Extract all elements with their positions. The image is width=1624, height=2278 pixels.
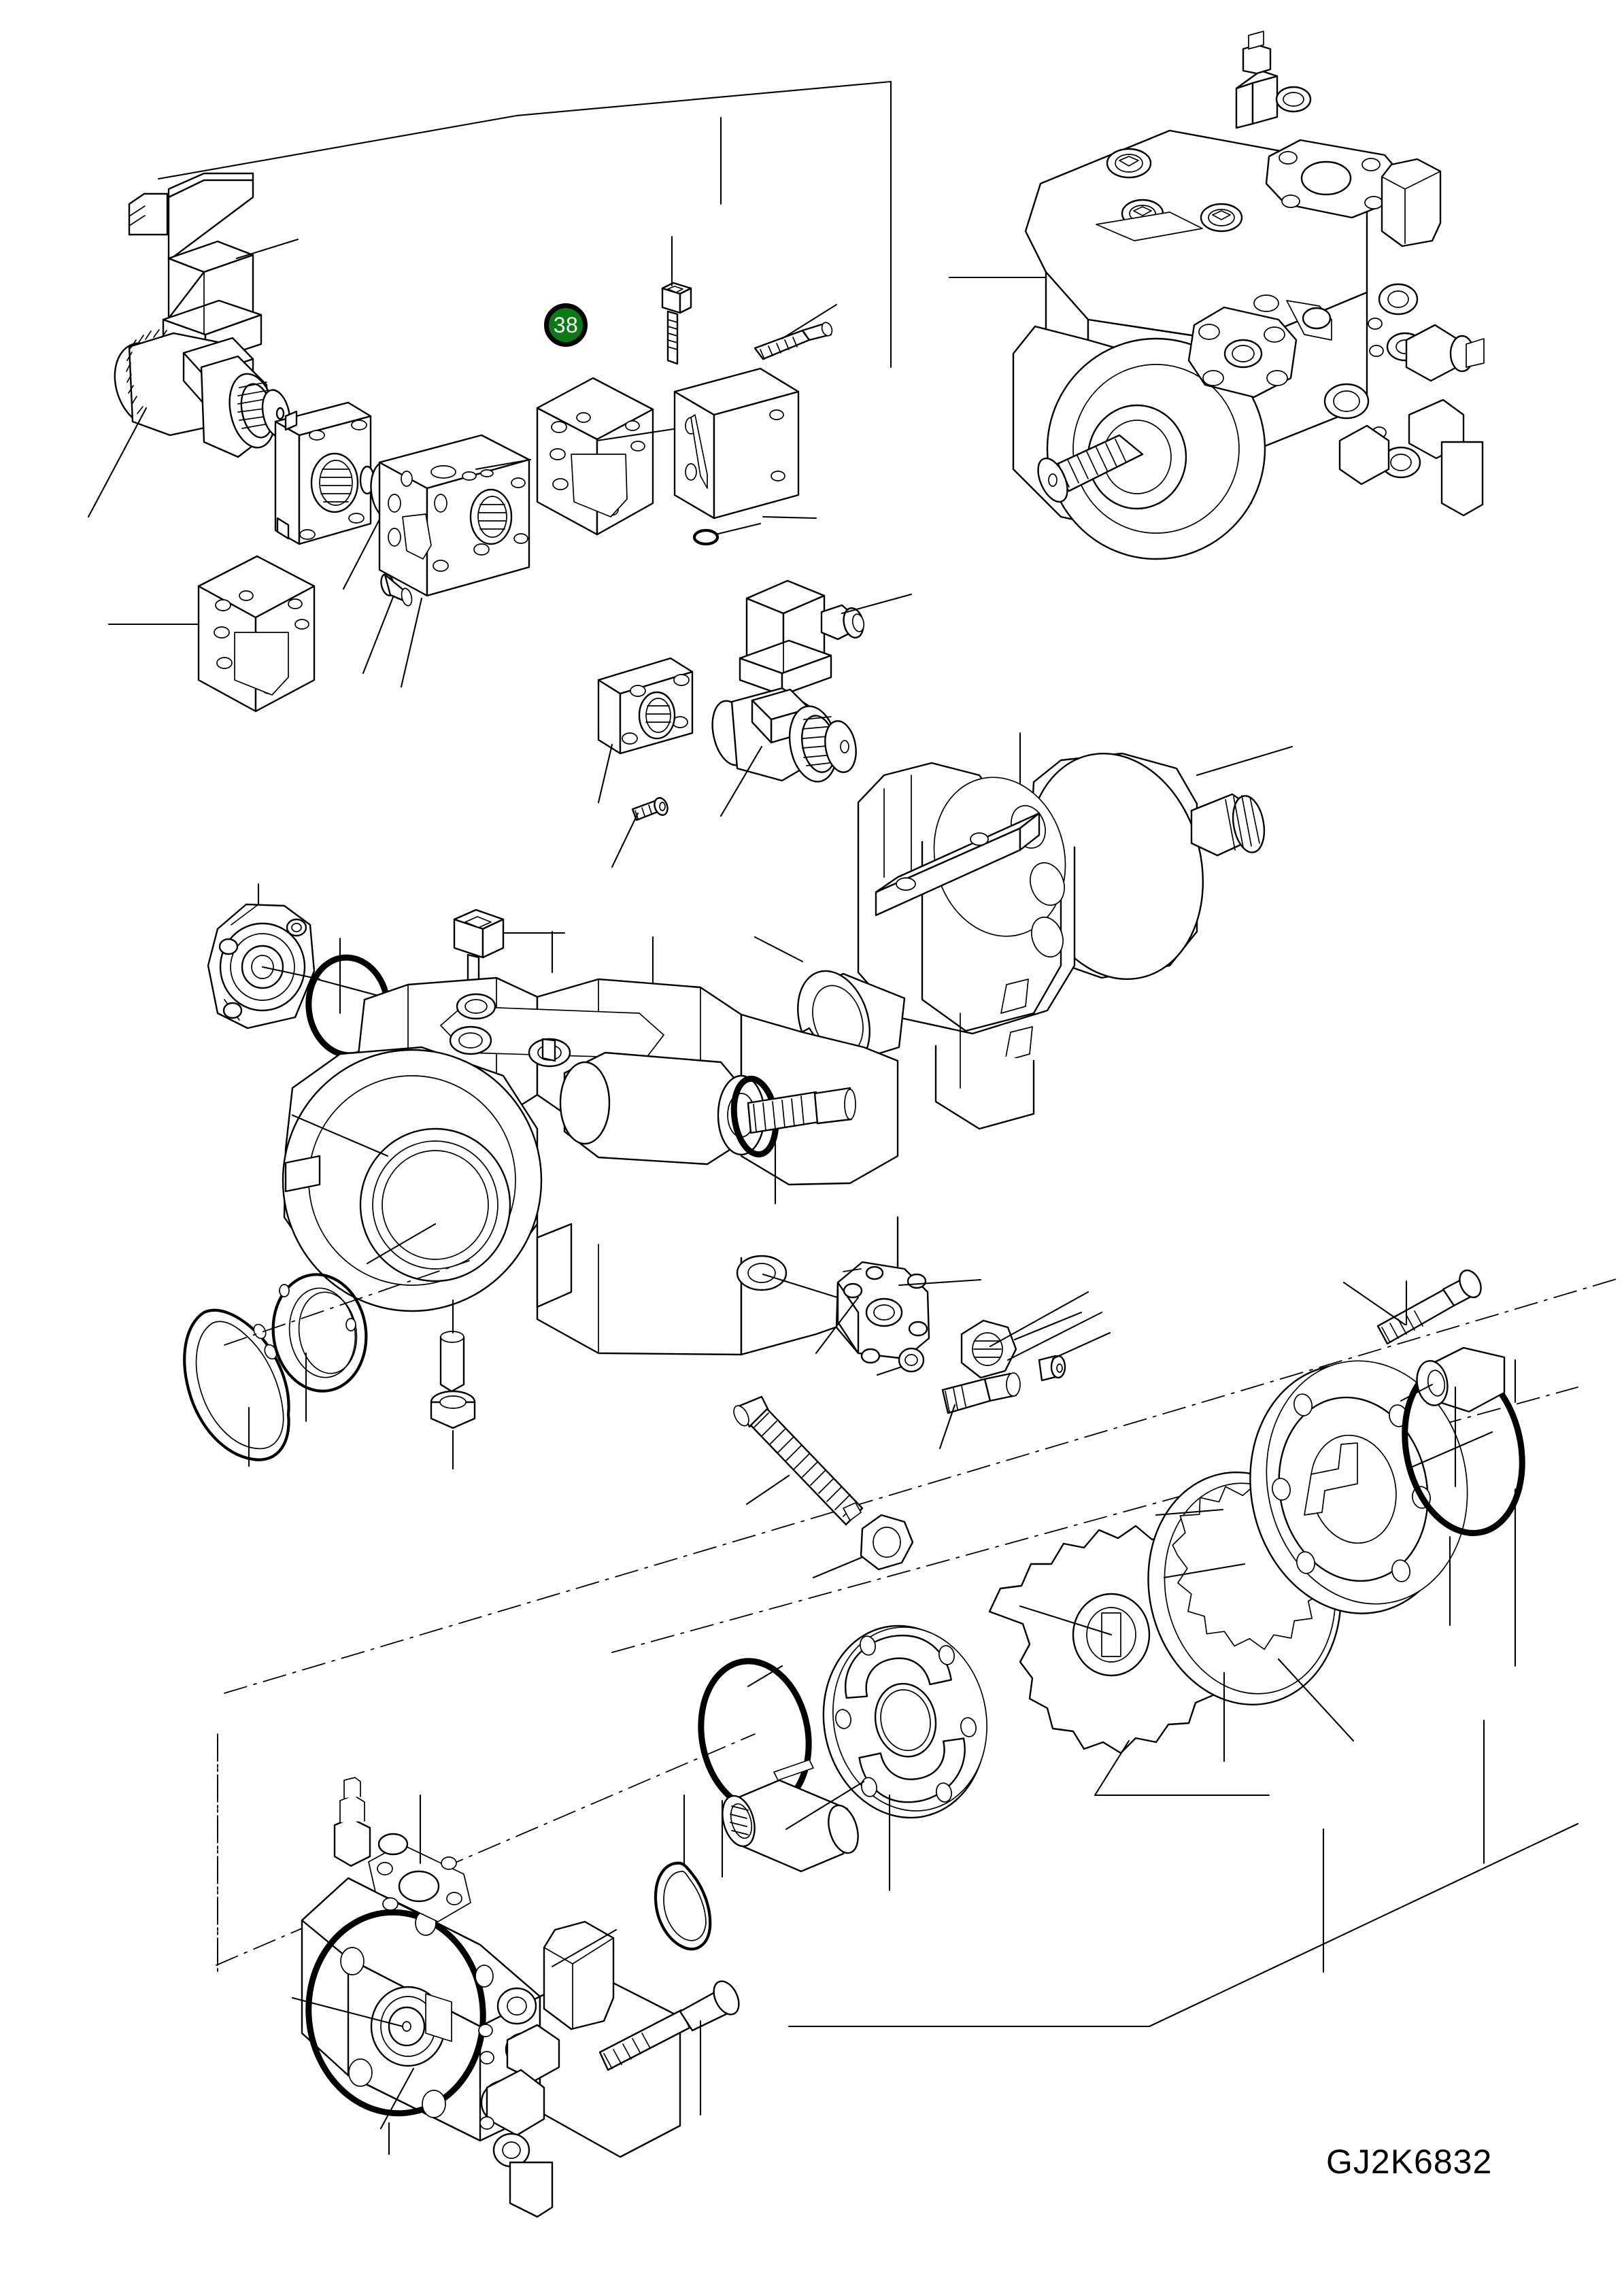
end-cover-exploded-group: [216, 1733, 865, 2218]
socket-head-plug: [430, 1390, 476, 1470]
socket-head-bolt-upper: [661, 235, 692, 365]
washer: [876, 1347, 925, 1376]
hex-socket-bolt: [938, 1372, 1021, 1450]
callout-badge-38[interactable]: 38: [544, 303, 588, 347]
socket-head-bolt-right: [754, 303, 838, 360]
gasket-plate-right: [536, 377, 688, 536]
set-screw-small: [1038, 1331, 1111, 1382]
main-pump-housing: [282, 976, 899, 1356]
regulator-flange-block: [815, 1261, 982, 1364]
bearing-retainer-ring: [224, 1260, 470, 1423]
end-cover-housing: [291, 1777, 681, 2218]
control-valve-body: [378, 434, 532, 688]
shaft-seal-cover-flange: [207, 903, 321, 1030]
solenoid-coil-valve-upper: [87, 329, 291, 518]
pump-assembly-complete: [948, 31, 1485, 560]
coupling-spline-shaft: [722, 1759, 865, 1873]
solenoid-connector-upper: [128, 172, 299, 364]
snap-ring-coupling: [654, 1794, 712, 1951]
spacer-bushing: [1400, 1346, 1506, 1488]
roll-pin-lower: [439, 1299, 465, 1393]
control-piston-rod: [747, 1087, 856, 1205]
snap-ring-retaining: [183, 1308, 290, 1467]
gasket-plate-left: [107, 555, 316, 713]
drawing-number: GJ2K6832: [1326, 2143, 1493, 2181]
main-housing-exploded-group: [183, 883, 899, 1470]
cover-block-right: [673, 367, 817, 520]
hex-bolt-long: [1342, 1269, 1482, 1345]
solenoid-connector-lower: [739, 579, 913, 696]
charge-pump-exploded-group: [224, 1261, 1619, 1892]
leader-lines-misc: [217, 1291, 1579, 2028]
hex-bolt-mounting: [598, 1980, 740, 2116]
o-ring-small-right: [692, 522, 762, 546]
port-plate-disc: [822, 1625, 987, 1892]
lock-nut: [960, 1311, 1083, 1379]
solenoid-coil-valve-lower: [711, 687, 857, 817]
adjusting-screw-spring: [733, 1395, 864, 1526]
set-screw-lower: [611, 797, 669, 868]
control-valve-exploded-group: [87, 80, 913, 868]
hex-nut-lock: [812, 1514, 914, 1579]
valve-port-block-lower: [597, 657, 694, 804]
valve-port-block-left: [274, 401, 375, 545]
dowel-pin: [362, 573, 413, 675]
socket-head-bolt-top: [453, 908, 566, 986]
